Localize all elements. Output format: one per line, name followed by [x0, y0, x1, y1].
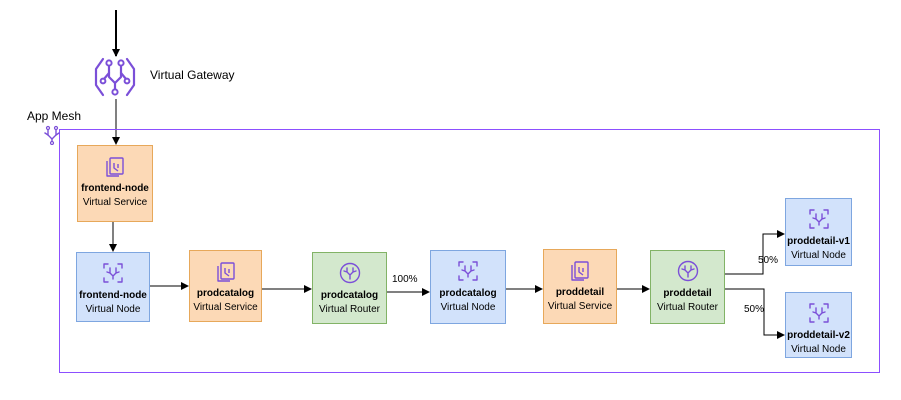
- proddetail-router-to-v1-arrow: [725, 230, 785, 275]
- frontend-virtual-node[interactable]: frontend-node Virtual Node: [76, 252, 150, 322]
- node-subtitle: Virtual Router: [657, 302, 718, 313]
- node-title: frontend-node: [79, 290, 147, 301]
- proddetail-v2-virtual-node[interactable]: proddetail-v2 Virtual Node: [785, 292, 852, 358]
- virtual-node-icon: [808, 303, 829, 323]
- node-subtitle: Virtual Node: [85, 304, 141, 315]
- proddetail-v1-weight-label: 50%: [758, 255, 779, 266]
- prodcatalog-virtual-router-node[interactable]: prodcatalog Virtual Router: [312, 252, 387, 324]
- node-title: proddetail: [663, 288, 712, 299]
- virtual-service-icon: [106, 157, 124, 177]
- virtual-gateway-label: Virtual Gateway: [150, 68, 235, 82]
- virtual-router-icon: [677, 260, 698, 282]
- frontend-virtual-service-node[interactable]: frontend-node Virtual Service: [77, 145, 153, 222]
- proddetail-v2-weight-label: 50%: [744, 304, 765, 315]
- virtual-node-icon: [458, 261, 478, 281]
- node-title: prodcatalog: [196, 288, 255, 299]
- node-subtitle: Virtual Service: [547, 301, 613, 312]
- proddetail-virtual-router-node[interactable]: proddetail Virtual Router: [650, 250, 725, 324]
- node-title: frontend-node: [81, 183, 149, 194]
- prodcatalog-virtual-node[interactable]: prodcatalog Virtual Node: [430, 250, 506, 324]
- node-title: prodcatalog: [320, 290, 379, 301]
- virtual-router-icon: [339, 262, 360, 284]
- proddetail-virtual-service-node[interactable]: proddetail Virtual Service: [543, 249, 617, 324]
- virtual-node-icon: [808, 209, 829, 229]
- app-mesh-boundary: [59, 129, 880, 373]
- node-title: proddetail: [555, 287, 605, 298]
- prodcatalog-weight-label: 100%: [392, 274, 418, 285]
- node-subtitle: Virtual Service: [82, 197, 148, 208]
- node-title: proddetail-v2: [787, 330, 850, 341]
- node-subtitle: Virtual Router: [319, 304, 380, 315]
- virtual-service-icon: [216, 262, 235, 282]
- node-subtitle: Virtual Node: [791, 250, 846, 261]
- prodcatalog-virtual-service-node[interactable]: prodcatalog Virtual Service: [189, 250, 262, 322]
- node-title: proddetail-v1: [787, 236, 850, 247]
- virtual-gateway-icon: [94, 57, 136, 97]
- virtual-node-icon: [103, 263, 123, 283]
- proddetail-router-to-v2-arrow: [725, 288, 785, 339]
- app-mesh-label: App Mesh: [27, 109, 82, 123]
- node-subtitle: Virtual Node: [440, 302, 496, 313]
- node-subtitle: Virtual Node: [791, 344, 846, 355]
- app-mesh-icon: [44, 125, 60, 145]
- node-subtitle: Virtual Service: [193, 302, 258, 313]
- node-title: prodcatalog: [439, 288, 497, 299]
- proddetail-v1-virtual-node[interactable]: proddetail-v1 Virtual Node: [785, 198, 852, 266]
- virtual-service-icon: [571, 261, 589, 281]
